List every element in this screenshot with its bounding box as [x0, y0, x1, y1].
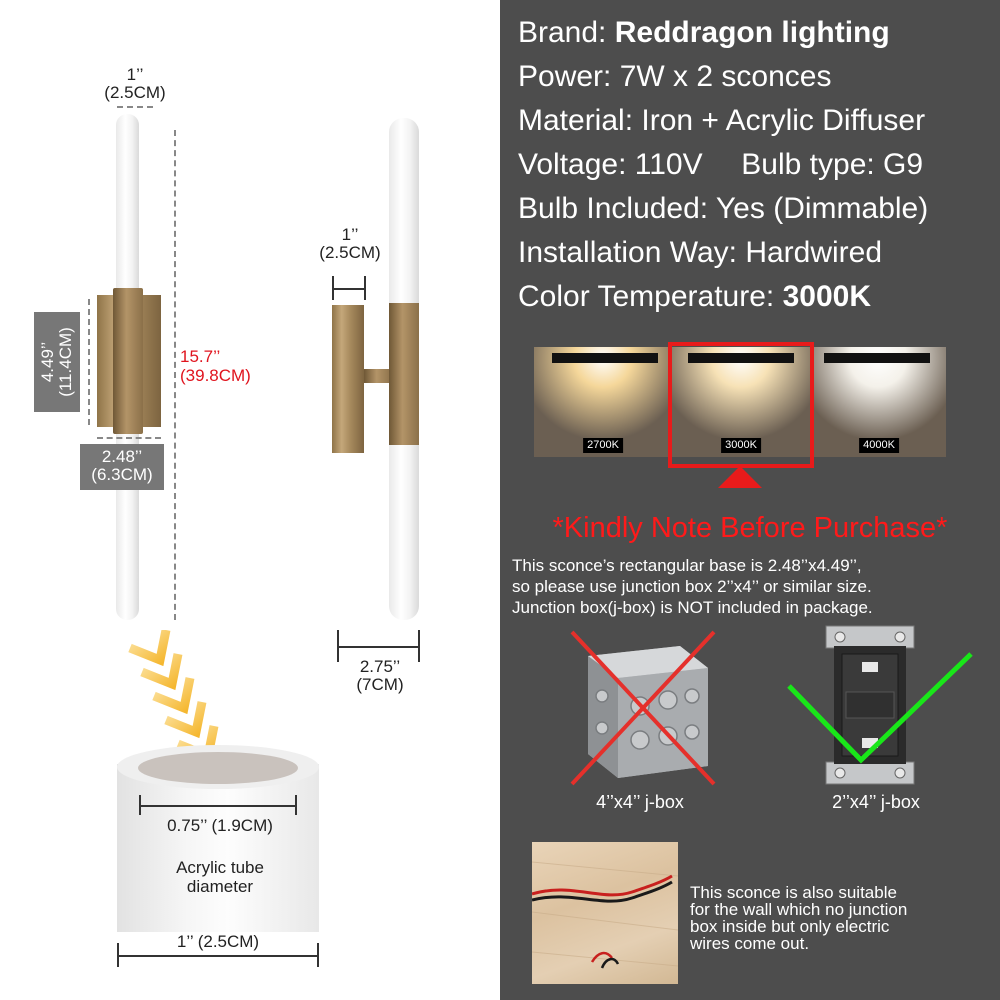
spec-power: Power: 7W x 2 sconces [518, 60, 832, 93]
tube-caption-line1: Acrylic tube [176, 858, 264, 877]
top-tube-width-label: 1’’ (2.5CM) [85, 66, 185, 102]
lamp-bar-icon [552, 353, 658, 363]
total-height-inch: 15.7’’ [180, 347, 221, 366]
side-depth-cm: (2.5CM) [319, 243, 381, 262]
swatch-2700k-label: 2700K [583, 438, 623, 453]
spec-color-temp-value: 3000K [782, 280, 871, 313]
side-projection-label: 2.75’’ (7CM) [332, 658, 428, 694]
front-view-brass-sleeve [113, 288, 143, 434]
tube-outer-tick-right [317, 943, 319, 967]
wall-wires-photo [531, 842, 679, 984]
tube-inner-line [140, 805, 296, 807]
tube-inner-tick-left [139, 795, 141, 815]
side-depth-tick-right [364, 276, 366, 300]
side-view-brass-sleeve [389, 303, 419, 445]
base-height-label: 4.49’’ (11.4CM) [38, 312, 75, 412]
wires-note-line-1: This sconce is also suitable [690, 883, 897, 902]
spec-brand: Brand: Reddragon lighting [518, 16, 890, 50]
tube-outer-diameter-label: 1’’ (2.5CM) [176, 932, 260, 951]
side-projection-cm: (7CM) [356, 675, 404, 694]
tube-caption-line2: diameter [186, 877, 254, 896]
side-projection-tick-right [418, 630, 420, 662]
side-depth-inch: 1’’ [341, 225, 359, 244]
acrylic-tube-cross-section [117, 764, 319, 932]
lamp-bar-icon [824, 353, 930, 363]
note-line-2: so please use junction box 2’’x4’’ or si… [512, 577, 872, 596]
height-dash-line [174, 130, 176, 620]
side-view-arm [364, 369, 392, 383]
base-height-inch: 4.49’’ [38, 341, 57, 383]
right-jbox-label: 2’’x4’’ j-box [832, 792, 920, 812]
spec-brand-label: Brand: [518, 16, 607, 49]
base-height-label-box: 4.49’’ (11.4CM) [34, 312, 80, 412]
top-tube-width-inch: 1’’ [126, 65, 144, 84]
tube-inner-tick-right [295, 795, 297, 815]
side-depth-label: 1’’ (2.5CM) [305, 226, 395, 262]
swatch-4000k-label: 4000K [859, 438, 899, 453]
side-projection-tick-left [337, 630, 339, 662]
check-mark-icon [787, 652, 973, 764]
selected-triangle-icon [718, 466, 762, 488]
base-height-cm: (11.4CM) [56, 327, 75, 397]
tube-inner-diameter-label: 0.75’’ (1.9CM) [167, 816, 273, 835]
swatch-4000k: 4000K [810, 347, 948, 457]
wires-note-line-2: for the wall which no junction [690, 900, 908, 919]
note-line-1: This sconce’s rectangular base is 2.48’’… [512, 556, 862, 575]
tube-outer-tick-left [117, 943, 119, 967]
wires-note-line-3: box inside but only electric [690, 917, 890, 936]
spec-color-temperature: Color Temperature: 3000K [518, 280, 871, 314]
electric-wires-icon [531, 861, 679, 969]
selected-swatch-highlight [668, 342, 814, 468]
side-projection-inch: 2.75’’ [359, 657, 401, 676]
chevron-down-arrow-icon [128, 630, 219, 760]
side-depth-line [333, 288, 365, 290]
spec-bulb-type: Bulb type: G9 [741, 148, 924, 181]
specifications-panel: Brand: Reddragon lighting Power: 7W x 2 … [500, 0, 1000, 1000]
wires-note-line-4: wires come out. [690, 934, 810, 953]
tube-inner-opening [138, 752, 298, 784]
cross-mark-icon [570, 630, 716, 786]
spec-installation: Installation Way: Hardwired [518, 236, 883, 269]
swatch-3000k: 3000K [672, 347, 810, 457]
lamp-bar-icon [688, 353, 794, 363]
spec-color-temp-label: Color Temperature: [518, 280, 775, 313]
swatch-2700k: 2700K [534, 347, 672, 457]
total-height-cm: (39.8CM) [180, 366, 251, 385]
spec-material: Material: Iron + Acrylic Diffuser [518, 104, 926, 137]
base-width-inch: 2.48’’ [101, 447, 143, 466]
side-view-wall-plate [332, 305, 364, 453]
base-height-dash [88, 299, 90, 425]
dimension-diagram-panel: 1’’ (2.5CM) 15.7’’ (39.8CM) 4.49’’ (11.4… [34, 65, 428, 967]
two-by-four-junction-box [825, 625, 915, 785]
kindly-note-title: *Kindly Note Before Purchase* [552, 512, 948, 544]
top-tube-width-cm: (2.5CM) [104, 83, 166, 102]
base-width-label: 2.48’’ (6.3CM) [80, 444, 164, 490]
base-width-cm: (6.3CM) [91, 465, 153, 484]
top-width-dash [117, 106, 153, 108]
wrong-jbox-label: 4’’x4’’ j-box [596, 792, 684, 812]
note-line-3: Junction box(j-box) is NOT included in p… [512, 598, 873, 617]
side-depth-tick-left [332, 276, 334, 300]
side-projection-line [338, 646, 419, 648]
spec-brand-value: Reddragon lighting [614, 16, 890, 49]
swatch-3000k-label: 3000K [721, 438, 761, 453]
spec-voltage-bulb: Voltage: 110V Bulb type: G9 [518, 148, 923, 182]
tube-outer-line [118, 955, 318, 957]
base-width-dash [97, 437, 161, 439]
spec-voltage: Voltage: 110V [518, 148, 703, 181]
spec-bulb-included: Bulb Included: Yes (Dimmable) [518, 192, 929, 225]
total-height-label: 15.7’’ (39.8CM) [180, 347, 290, 385]
